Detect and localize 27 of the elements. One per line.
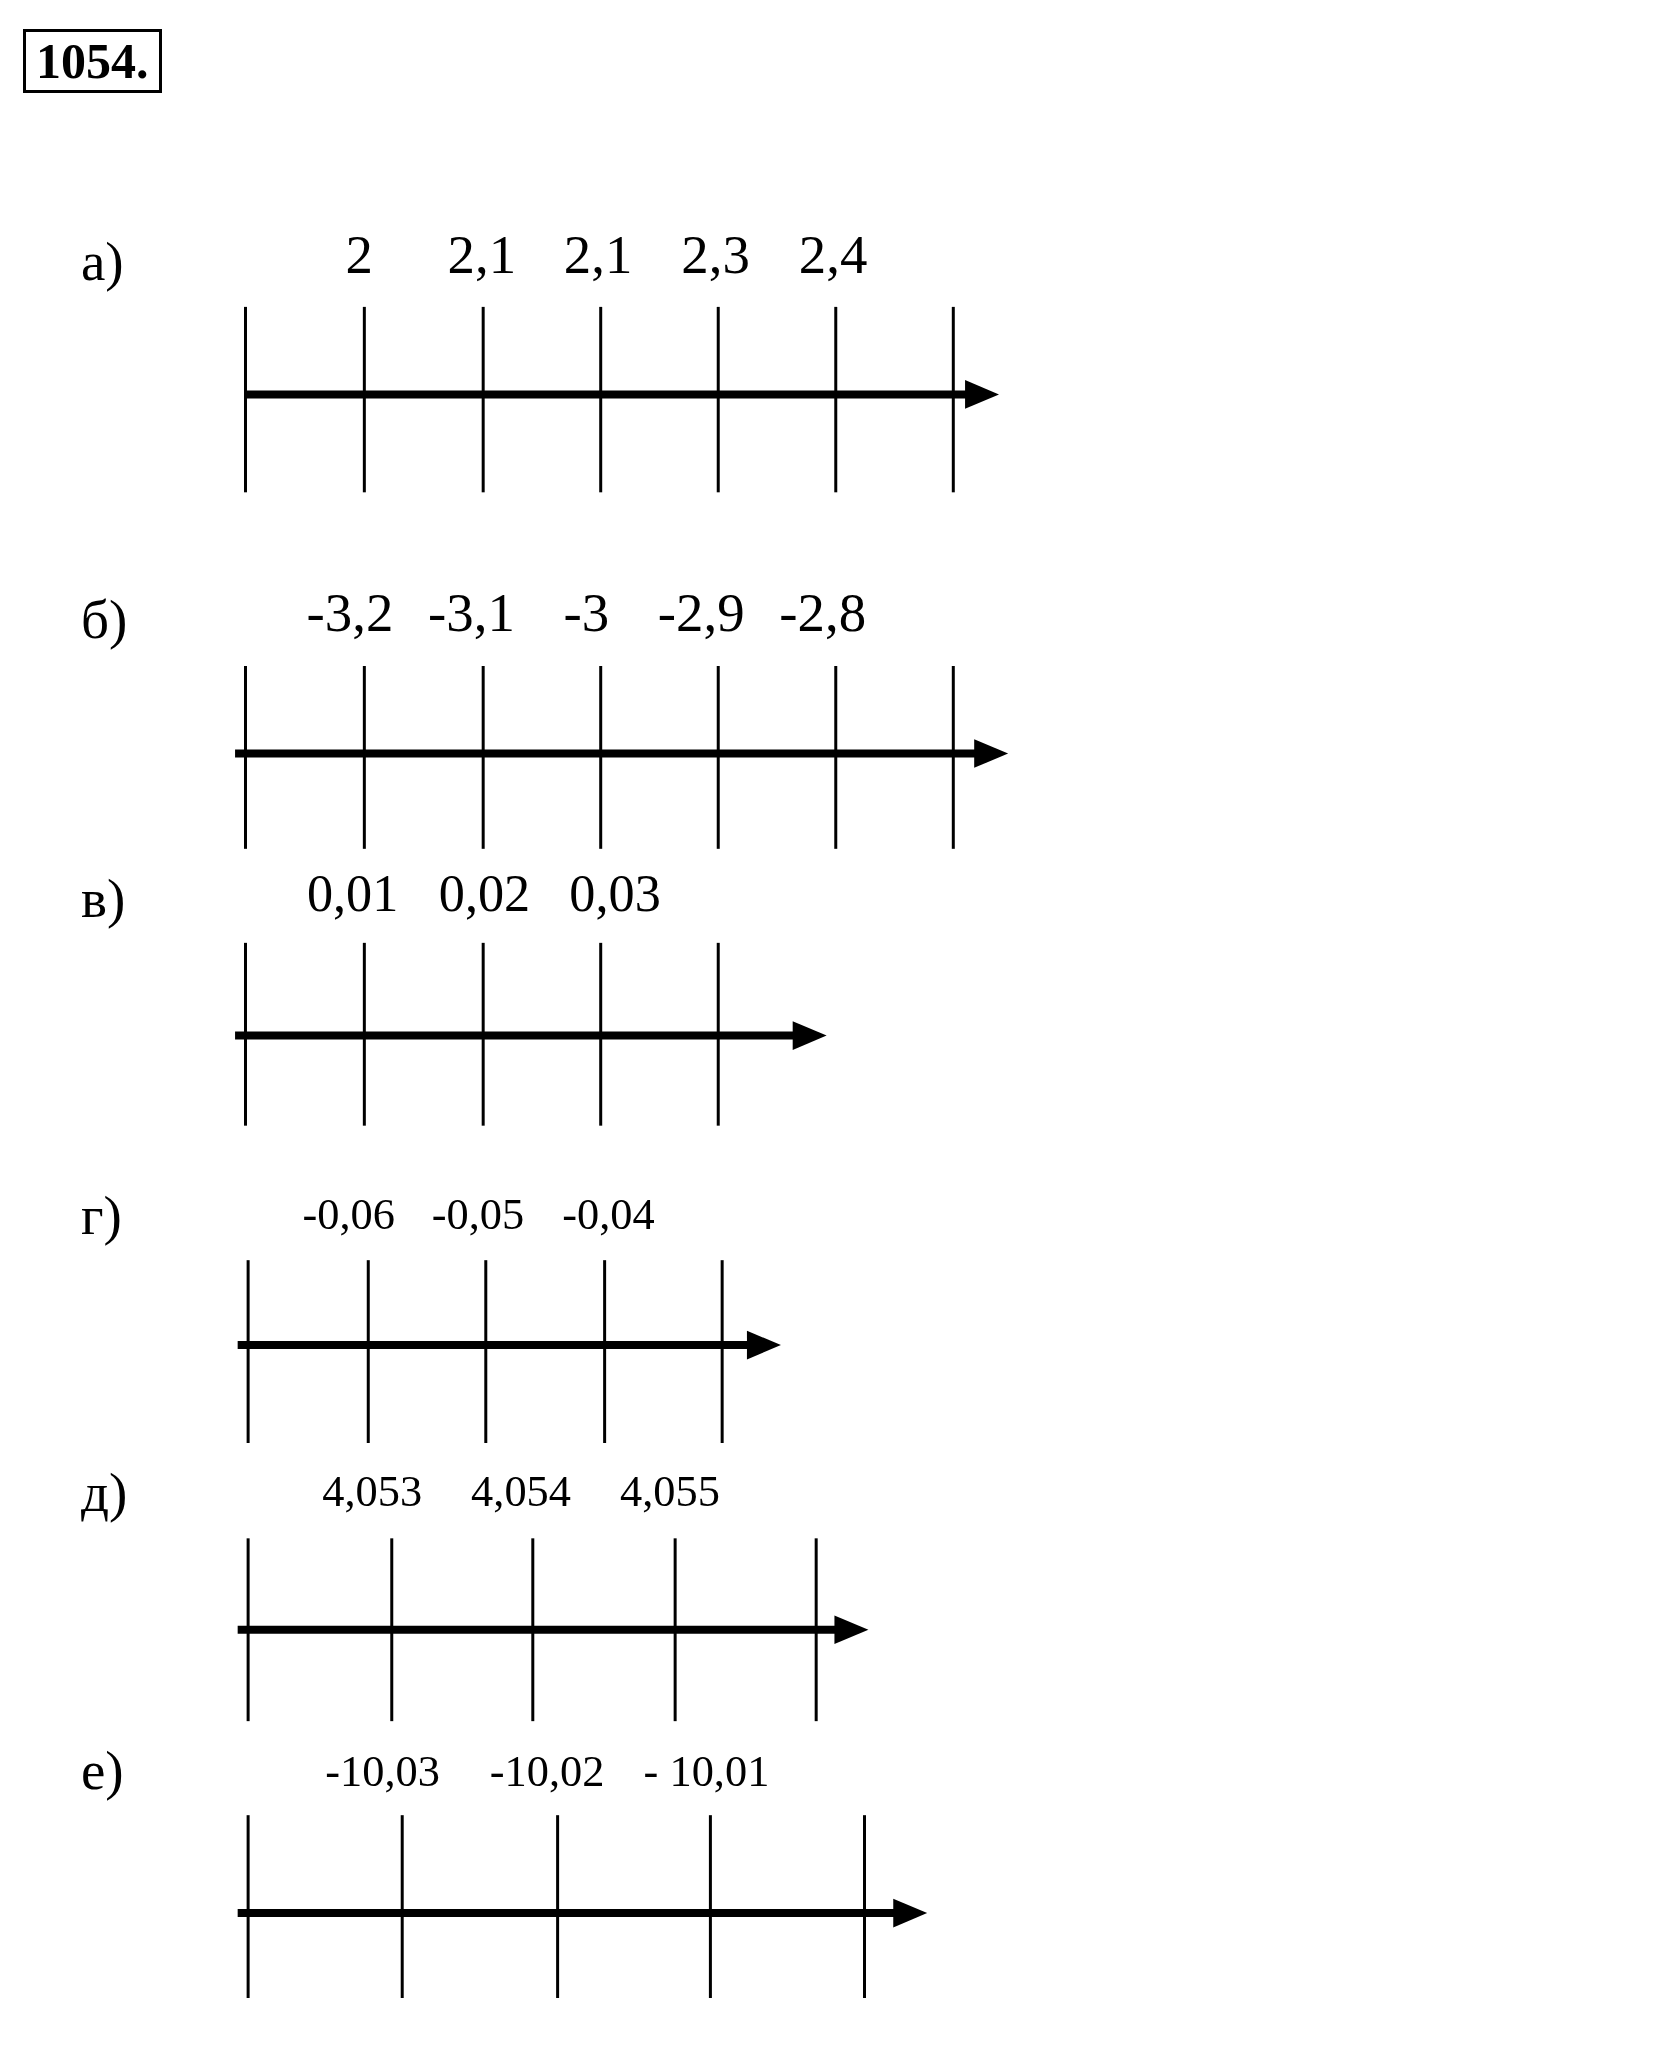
part-label: г)	[80, 1188, 122, 1244]
tick-label: -10,02	[489, 1749, 605, 1794]
tick-label: 2,1	[563, 228, 633, 284]
tick-label: 0,03	[569, 867, 661, 920]
tick-label: -0,06	[302, 1191, 395, 1237]
part-label: е)	[80, 1743, 124, 1799]
tick-label: 2,3	[681, 228, 750, 284]
tick-label: 2,4	[798, 228, 868, 284]
tick-label: - 10,01	[643, 1749, 770, 1794]
tick-label: -10,03	[325, 1749, 440, 1794]
part-label: в)	[80, 871, 126, 927]
tick-label: -3	[563, 586, 610, 641]
problem-number: 1054.	[23, 29, 162, 93]
tick-label: -3,1	[428, 586, 515, 641]
tick-label: 0,02	[438, 867, 531, 920]
part-label: д)	[80, 1465, 128, 1521]
tick-label: -3,2	[306, 586, 394, 641]
tick-label: 4,055	[619, 1468, 720, 1513]
tick-label: 2	[345, 228, 373, 284]
tick-label: -2,8	[779, 586, 867, 641]
tick-label: -0,04	[562, 1191, 655, 1237]
tick-label: -2,9	[657, 586, 745, 641]
tick-label: -0,05	[431, 1191, 525, 1237]
tick-label: 4,053	[322, 1468, 423, 1513]
tick-label: 4,054	[471, 1468, 571, 1513]
tick-label: 2,1	[447, 228, 517, 284]
tick-label: 0,01	[306, 867, 399, 920]
